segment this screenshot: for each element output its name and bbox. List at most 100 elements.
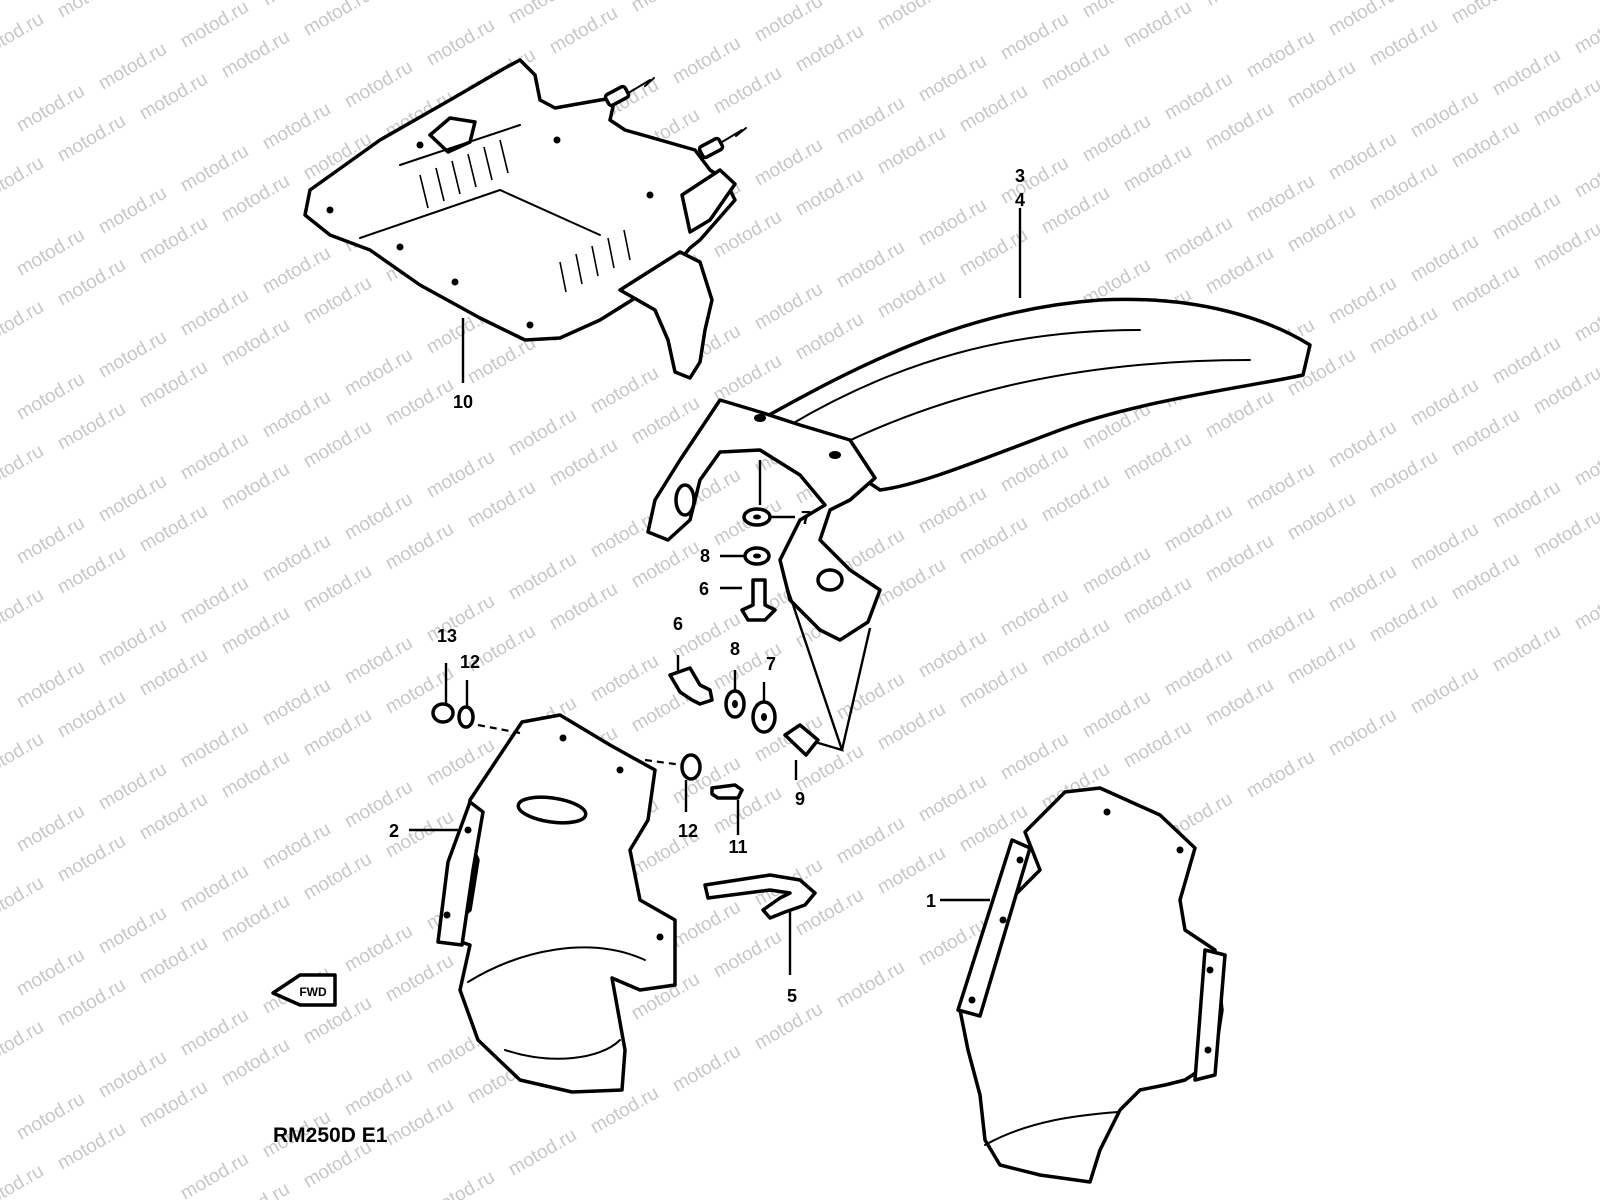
- watermark-text: motod.ru: [1243, 171, 1318, 227]
- watermark-text: motod.ru: [0, 9, 47, 65]
- watermark-text: motod.ru: [1284, 633, 1359, 689]
- watermark-text: motod.ru: [300, 849, 375, 905]
- watermark-text: motod.ru: [300, 561, 375, 617]
- watermark-text: motod.ru: [54, 1119, 129, 1175]
- watermark-text: motod.ru: [136, 69, 211, 125]
- watermark-text: motod.ru: [1161, 69, 1236, 125]
- model-code-label: RM250D E1: [273, 1124, 388, 1147]
- watermark-text: motod.ru: [464, 477, 539, 533]
- callout-labels: 10 3 4 7 8 6 6 8 7 9 13 12 2 12 11 5 1: [389, 166, 1025, 1006]
- watermark-text: motod.ru: [956, 513, 1031, 569]
- watermark-text: motod.ru: [0, 585, 47, 641]
- washer-12-upper: [457, 705, 475, 729]
- watermark-text: motod.ru: [382, 951, 457, 1007]
- watermark-text: motod.ru: [177, 0, 252, 52]
- watermark-text: motod.ru: [1079, 111, 1154, 167]
- watermark-text: motod.ru: [1120, 429, 1195, 485]
- watermark-text: motod.ru: [792, 21, 867, 77]
- watermark-text: motod.ru: [1448, 0, 1523, 28]
- watermark-text: motod.ru: [1161, 501, 1236, 557]
- watermark-text: motod.ru: [0, 153, 47, 209]
- watermark-text: motod.ru: [177, 429, 252, 485]
- watermark-text: motod.ru: [1243, 747, 1318, 803]
- watermark-text: motod.ru: [915, 195, 990, 251]
- callout-8-upper: 8: [700, 546, 710, 566]
- watermark-text: motod.ru: [177, 1005, 252, 1061]
- watermark-text: motod.ru: [218, 315, 293, 371]
- tray-bolt-holes: [326, 136, 654, 329]
- fwd-badge-text: FWD: [299, 985, 327, 999]
- watermark-text: motod.ru: [1407, 87, 1482, 143]
- tray-hatching: [359, 124, 631, 293]
- watermark-text: motod.ru: [136, 933, 211, 989]
- watermark-text: motod.ru: [1038, 39, 1113, 95]
- watermark-text: motod.ru: [997, 729, 1072, 785]
- watermark-text: motod.ru: [423, 591, 498, 647]
- watermark-text: motod.ru: [1530, 219, 1600, 275]
- watermark-text: motod.ru: [136, 213, 211, 269]
- watermark-text: motod.ru: [710, 351, 785, 407]
- watermark-text: motod.ru: [874, 123, 949, 179]
- watermark-text: motod.ru: [1079, 543, 1154, 599]
- watermark-text: motod.ru: [1202, 99, 1277, 155]
- watermark-text: motod.ru: [0, 729, 47, 785]
- watermark-text: motod.ru: [136, 789, 211, 845]
- watermark-text: motod.ru: [710, 63, 785, 119]
- watermark-text: motod.ru: [136, 357, 211, 413]
- watermark-text: motod.ru: [1571, 147, 1600, 203]
- watermark-text: motod.ru: [54, 975, 129, 1031]
- watermark-text: motod.ru: [341, 1065, 416, 1121]
- watermark-text: motod.ru: [1489, 621, 1564, 677]
- bolt-6-upper: [740, 578, 777, 622]
- watermark-text: motod.ru: [341, 777, 416, 833]
- watermark-text: motod.ru: [1366, 159, 1441, 215]
- watermark-text: motod.ru: [751, 999, 826, 1055]
- callout-5: 5: [787, 986, 797, 1006]
- watermark-text: motod.ru: [1489, 45, 1564, 101]
- callout-12-upper: 12: [460, 652, 480, 672]
- watermark-text: motod.ru: [956, 81, 1031, 137]
- watermark-text: motod.ru: [1530, 507, 1600, 563]
- watermark-text: motod.ru: [300, 0, 375, 40]
- watermark-text: motod.ru: [1202, 0, 1277, 10]
- watermark-text: motod.ru: [423, 1167, 498, 1200]
- watermark-text: motod.ru: [95, 471, 170, 527]
- watermark-text: motod.ru: [915, 771, 990, 827]
- watermark-text: motod.ru: [95, 759, 170, 815]
- watermark-text: motod.ru: [218, 747, 293, 803]
- watermark-text: motod.ru: [13, 945, 88, 1001]
- watermark-text: motod.ru: [874, 843, 949, 899]
- watermark-text: motod.ru: [1571, 435, 1600, 491]
- watermark-text: motod.ru: [710, 927, 785, 983]
- watermark-text: motod.ru: [95, 39, 170, 95]
- watermark-text: motod.ru: [1202, 387, 1277, 443]
- callout-6-upper: 6: [699, 579, 709, 599]
- watermark-text: motod.ru: [833, 669, 908, 725]
- watermark-text: motod.ru: [54, 831, 129, 887]
- watermark-text: motod.ru: [218, 1179, 293, 1200]
- watermark-text: motod.ru: [218, 171, 293, 227]
- watermark-text: motod.ru: [546, 579, 621, 635]
- watermark-text: motod.ru: [1325, 705, 1400, 761]
- watermark-text: motod.ru: [1120, 0, 1195, 52]
- callout-9: 9: [795, 789, 805, 809]
- watermark-text: motod.ru: [1448, 549, 1523, 605]
- callout-6-lower: 6: [673, 614, 683, 634]
- watermark-text: motod.ru: [1448, 405, 1523, 461]
- watermark-text: motod.ru: [0, 873, 47, 929]
- watermark-text: motod.ru: [1366, 591, 1441, 647]
- watermark-text: motod.ru: [136, 501, 211, 557]
- watermark-text: motod.ru: [915, 627, 990, 683]
- watermark-text: motod.ru: [382, 375, 457, 431]
- watermark-text: motod.ru: [1489, 189, 1564, 245]
- watermark-text: motod.ru: [341, 489, 416, 545]
- part-2-front-fender: [436, 713, 677, 1094]
- watermark-text: motod.ru: [1325, 0, 1400, 40]
- watermark-text: motod.ru: [0, 1161, 47, 1200]
- watermark-text: motod.ru: [505, 1125, 580, 1181]
- watermark-text: motod.ru: [833, 237, 908, 293]
- watermark-text: motod.ru: [218, 27, 293, 83]
- watermark-text: motod.ru: [1448, 117, 1523, 173]
- watermark-text: motod.ru: [423, 447, 498, 503]
